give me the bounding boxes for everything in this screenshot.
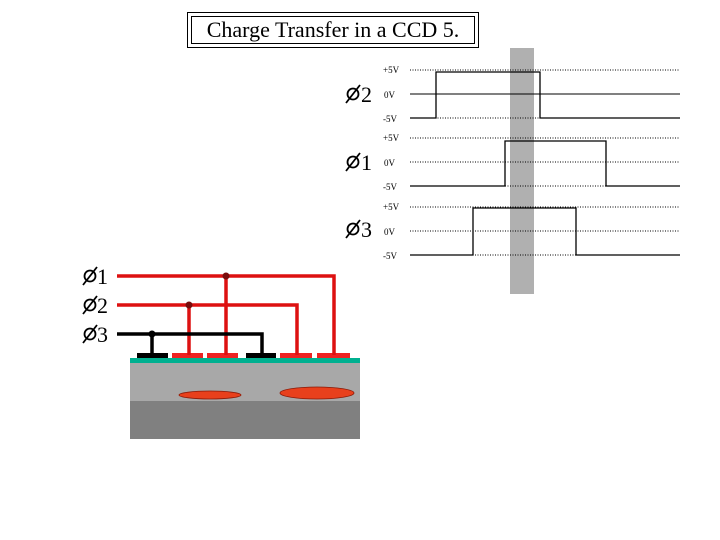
waveform-phi2-label: 2 (345, 82, 372, 107)
phase1-bus (117, 272, 336, 355)
phi2-plus5v-label: +5V (383, 65, 400, 75)
bus-phi3-label: 3 (82, 322, 108, 347)
phi3-0v-label: 0V (384, 227, 396, 237)
waveform-phi2: +5V 0V -5V (383, 65, 680, 124)
phi-symbol-icon (82, 266, 98, 286)
phi-symbol-icon (82, 295, 98, 315)
phi2-signal (410, 71, 680, 119)
phi3-plus5v-label: +5V (383, 202, 400, 212)
phi-symbol-icon (345, 152, 361, 172)
charge-packet-right (279, 386, 355, 400)
bus-phi1-label: 1 (82, 264, 108, 289)
phase3-bus (117, 330, 264, 355)
charge-packet-left (178, 390, 242, 400)
electrode-5 (280, 353, 312, 358)
phase2-junction (185, 301, 193, 309)
time-marker (510, 48, 534, 294)
waveform-phi1-label: 1 (345, 150, 372, 175)
phi2-number: 2 (361, 82, 372, 107)
phi-symbol-icon (82, 324, 98, 344)
phi1-minus5v-label: -5V (383, 182, 397, 192)
phi-symbol-icon (345, 219, 361, 239)
phase1-junction (222, 272, 230, 280)
waveform-phi1: +5V 0V -5V (383, 133, 680, 192)
bus-phi3-number: 3 (97, 322, 108, 347)
phi3-minus5v-label: -5V (383, 251, 397, 261)
phi2-0v-label: 0V (384, 90, 396, 100)
electrode-2 (172, 353, 203, 358)
electrode-6 (317, 353, 350, 358)
bus-phi2-label: 2 (82, 293, 108, 318)
bus-phi1-number: 1 (97, 264, 108, 289)
phi1-number: 1 (361, 150, 372, 175)
phi3-signal (410, 207, 680, 256)
phi2-minus5v-label: -5V (383, 114, 397, 124)
phi1-plus5v-label: +5V (383, 133, 400, 143)
title-box: Charge Transfer in a CCD 5. (187, 12, 479, 48)
phi1-0v-label: 0V (384, 158, 396, 168)
oxide-layer (130, 358, 360, 363)
substrate-layer (130, 401, 360, 439)
electrodes (137, 353, 350, 358)
waveform-phi3: +5V 0V -5V (383, 202, 680, 261)
electrode-3 (207, 353, 238, 358)
phi3-number: 3 (361, 217, 372, 242)
waveform-phi3-label: 3 (345, 217, 372, 242)
electrode-1 (137, 353, 168, 358)
electrode-4 (246, 353, 276, 358)
phase2-bus (117, 301, 299, 355)
phi-symbol-icon (345, 84, 361, 104)
phi1-signal (410, 140, 680, 187)
phase3-junction (148, 330, 156, 338)
bus-phi2-number: 2 (97, 293, 108, 318)
